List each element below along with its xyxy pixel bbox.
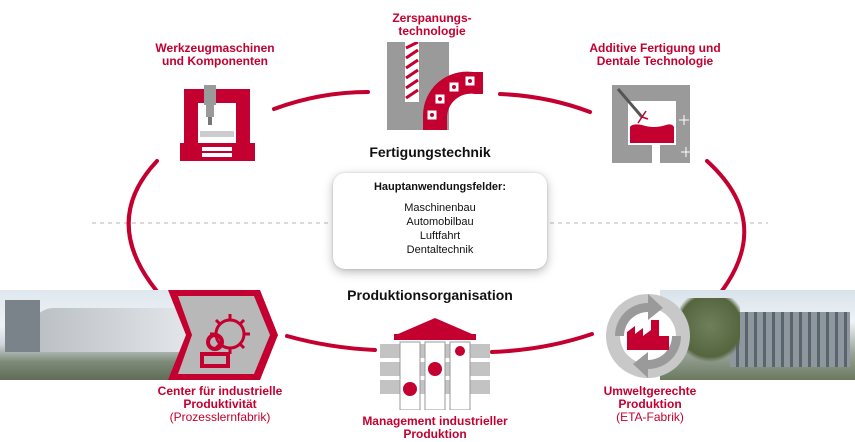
- milling-icon: [387, 42, 483, 130]
- eta-factory-building: [730, 312, 850, 367]
- application-field-item: Automobilbau: [406, 216, 474, 228]
- building-facade: [5, 300, 40, 352]
- label-zerspanung-line1: Zerspanungs-: [392, 11, 472, 25]
- label-umwelt-line2: Produktion: [618, 397, 682, 411]
- label-center-produktivitaet: Center für industrielle Produktivität (P…: [110, 385, 330, 424]
- arc-top-left: [272, 90, 370, 111]
- building-photo-right: [660, 290, 855, 380]
- trees: [680, 298, 740, 368]
- label-management: Management industrieller Produktion: [335, 415, 535, 441]
- application-fields-box: Hauptanwendungsfelder: Maschinenbau Auto…: [333, 173, 547, 269]
- label-management-line1: Management industrieller: [362, 414, 508, 428]
- label-zerspanung: Zerspanungs- technologie: [372, 12, 492, 38]
- arc-bottom-left: [285, 334, 377, 352]
- label-additive-line1: Additive Fertigung und: [589, 41, 721, 55]
- label-center-line3: (Prozesslernfabrik): [169, 410, 271, 424]
- label-umwelt-line1: Umweltgerechte: [603, 384, 697, 398]
- label-center-line1: Center für industrielle: [157, 384, 283, 398]
- label-additive-line2: Dentale Technologie: [596, 54, 714, 68]
- label-umwelt-line3: (ETA-Fabrik): [616, 410, 684, 424]
- label-additive: Additive Fertigung und Dentale Technolog…: [575, 42, 735, 68]
- label-werkzeugmaschinen-line1: Werkzeugmaschinen: [155, 41, 275, 55]
- recycle-factory-icon: [606, 294, 690, 378]
- label-werkzeugmaschinen: Werkzeugmaschinen und Komponenten: [140, 42, 290, 68]
- label-center-line2: Produktivität: [183, 397, 257, 411]
- building-hall: [30, 308, 200, 352]
- label-zerspanung-line2: technologie: [398, 24, 466, 38]
- factory-matrix-icon: [380, 318, 490, 410]
- label-umweltgerechte: Umweltgerechte Produktion (ETA-Fabrik): [560, 385, 740, 424]
- label-werkzeugmaschinen-line2: und Komponenten: [162, 54, 268, 68]
- application-fields-header: Hauptanwendungsfelder:: [373, 181, 506, 193]
- label-management-line2: Produktion: [403, 427, 467, 441]
- arc-bottom-right: [490, 332, 594, 354]
- application-field-item: Maschinenbau: [404, 202, 476, 214]
- application-field-item: Luftfahrt: [419, 230, 461, 242]
- application-field-item: Dentaltechnik: [406, 244, 474, 256]
- arc-top-right: [498, 92, 592, 114]
- machine-tool-icon: [180, 85, 255, 161]
- worker-gear-icon: [168, 290, 278, 380]
- section-title-produktionsorganisation: Produktionsorganisation: [347, 287, 513, 303]
- section-title-fertigungstechnik: Fertigungstechnik: [369, 144, 491, 160]
- additive-printer-icon: [612, 85, 691, 163]
